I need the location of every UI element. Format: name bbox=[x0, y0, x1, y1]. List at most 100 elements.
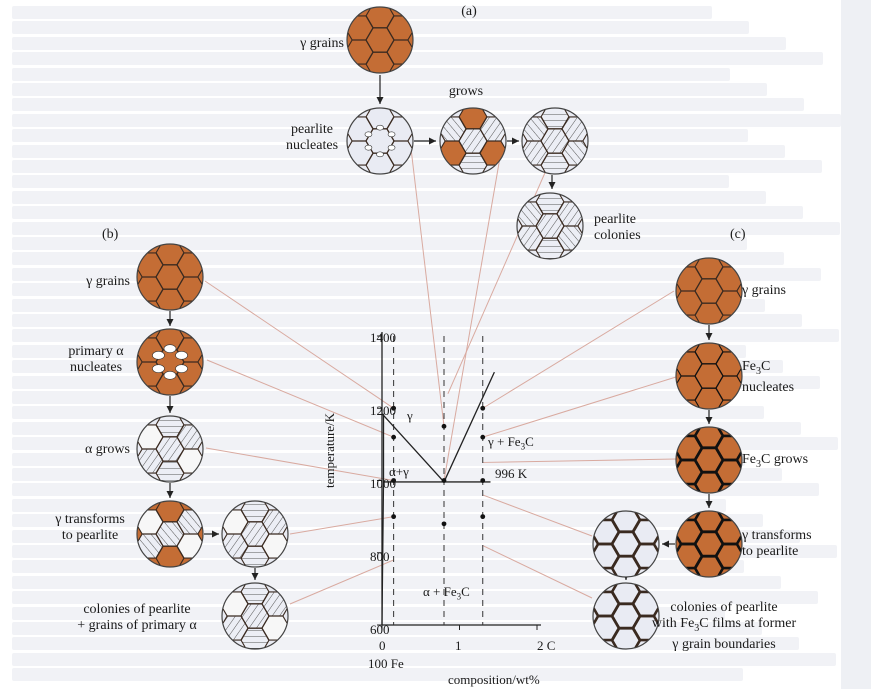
page-edge bbox=[841, 0, 871, 689]
region-gamma: γ bbox=[407, 408, 413, 423]
grain-circle-fill bbox=[137, 244, 203, 310]
b-pearlite-circle bbox=[221, 500, 289, 568]
background-text-line bbox=[12, 329, 839, 343]
c-colonies-label: colonies of pearlite with Fe3C films at … bbox=[652, 600, 796, 653]
background-text-line bbox=[12, 575, 781, 589]
background-text-line bbox=[12, 252, 784, 266]
background-text-line bbox=[12, 298, 765, 312]
grain-circle-outline bbox=[136, 500, 204, 568]
c-colonies-sub: 3 bbox=[694, 622, 700, 634]
b-gamma-grains-circle bbox=[136, 243, 204, 311]
background-text-line bbox=[12, 652, 836, 666]
rgf-text: γ + Fe bbox=[488, 434, 521, 449]
c-gamma-grains-circle bbox=[675, 257, 743, 325]
b-primary-alpha-line1: primary α bbox=[68, 344, 124, 359]
c-fe3c-nucleates-circle bbox=[675, 342, 743, 410]
background-text-line bbox=[12, 314, 802, 327]
x-tick-0: 0 bbox=[379, 638, 386, 653]
state-point bbox=[441, 521, 447, 527]
background-text-line bbox=[12, 175, 729, 189]
grain-circle-outline bbox=[439, 107, 507, 175]
grain-circle-outline bbox=[516, 192, 584, 260]
nucleus bbox=[376, 124, 384, 131]
leader-line bbox=[289, 559, 394, 605]
background-text-line bbox=[12, 267, 821, 281]
background-text-line bbox=[12, 190, 766, 204]
arrow-head bbox=[512, 137, 519, 145]
background-text-line bbox=[12, 622, 762, 635]
c-nucleates-text: nucleates bbox=[742, 379, 795, 395]
b-arrow-1 bbox=[166, 311, 174, 326]
b-colonies-circle bbox=[221, 582, 289, 650]
grain-circle-fill bbox=[347, 7, 413, 73]
leader-line bbox=[443, 139, 504, 481]
c-colonies-films: C films at former bbox=[699, 616, 797, 631]
a-arrow-1 bbox=[376, 75, 384, 104]
arrow-head bbox=[251, 573, 259, 580]
background-text-line bbox=[12, 206, 803, 220]
background-text-line bbox=[12, 637, 799, 651]
arrow-head bbox=[166, 406, 174, 413]
c-grows-fe: Fe bbox=[742, 452, 756, 467]
grain-circle-outline bbox=[346, 6, 414, 74]
background-text-line bbox=[12, 160, 822, 173]
c-transforms-circle bbox=[675, 510, 743, 578]
leader-line bbox=[206, 359, 394, 438]
b-colonies-line1: colonies of pearlite bbox=[83, 602, 191, 617]
c-colonies-line3: γ grain boundaries bbox=[672, 636, 776, 652]
a-gamma-grains-label: γ grains bbox=[300, 36, 344, 51]
nucleus bbox=[364, 131, 373, 138]
leader-line bbox=[482, 376, 677, 438]
leader-lines bbox=[204, 139, 677, 605]
c-colonies-with-fe: with Fe bbox=[651, 616, 695, 631]
state-point bbox=[480, 514, 486, 520]
grain-circle-fill bbox=[676, 343, 742, 409]
a-arrow-2 bbox=[414, 137, 436, 145]
state-point bbox=[441, 423, 447, 429]
background-text-line bbox=[12, 606, 725, 620]
leader-line bbox=[482, 458, 677, 463]
grain-circle-fill bbox=[137, 329, 203, 395]
c-c-text: C bbox=[761, 359, 771, 374]
background-text-line bbox=[12, 483, 819, 497]
state-point bbox=[391, 405, 397, 411]
background-text-line bbox=[12, 221, 840, 235]
grain-circle-outline bbox=[675, 510, 743, 578]
background-text-line bbox=[12, 113, 841, 127]
state-point bbox=[441, 478, 447, 483]
c-arrow-2 bbox=[705, 410, 713, 424]
region-alpha-gamma: α+γ bbox=[389, 464, 409, 479]
c-transforms-line2: to pearlite bbox=[742, 544, 799, 559]
panel-label-b: (b) bbox=[102, 227, 119, 242]
y-tick-1400: 1400 bbox=[370, 330, 396, 345]
a-grows-label: grows bbox=[448, 84, 484, 99]
grain-circle-fill bbox=[593, 583, 659, 649]
b-arrow-5 bbox=[251, 568, 259, 580]
grain-circle-outline bbox=[221, 582, 289, 650]
leader-line bbox=[482, 545, 593, 599]
state-point bbox=[391, 434, 397, 440]
grain-circle-outline bbox=[346, 107, 414, 175]
grain-circle-outline bbox=[136, 415, 204, 483]
b-gamma-transforms-label: γ transforms to pearlite bbox=[55, 512, 125, 544]
c-arrow-1 bbox=[705, 325, 713, 340]
grain-circle-outline bbox=[136, 243, 204, 311]
panel-label-c: (c) bbox=[730, 227, 746, 242]
background-text-line bbox=[12, 668, 743, 682]
c-grows-sub: 3 bbox=[756, 458, 761, 470]
arrow-head bbox=[166, 319, 174, 326]
arrow-head bbox=[212, 530, 219, 538]
c-gamma-transforms-label: γ transforms to pearlite bbox=[742, 528, 812, 560]
phase-diagram bbox=[377, 332, 541, 630]
c-fe3c-grows-label: Fe3C grows bbox=[742, 452, 808, 473]
x-tick-2: 2 C bbox=[537, 638, 556, 653]
leader-line bbox=[205, 447, 394, 481]
alpha-nucleus bbox=[175, 351, 188, 360]
c-fe3c-grows-circle bbox=[675, 426, 743, 494]
region-alpha-fe3c: α + Fe3C bbox=[423, 584, 470, 602]
leader-line bbox=[482, 290, 675, 409]
alpha-nucleus bbox=[152, 364, 165, 373]
grain-circle-outline bbox=[221, 500, 289, 568]
a-colonies-line2: colonies bbox=[594, 228, 641, 243]
state-point bbox=[391, 514, 397, 520]
